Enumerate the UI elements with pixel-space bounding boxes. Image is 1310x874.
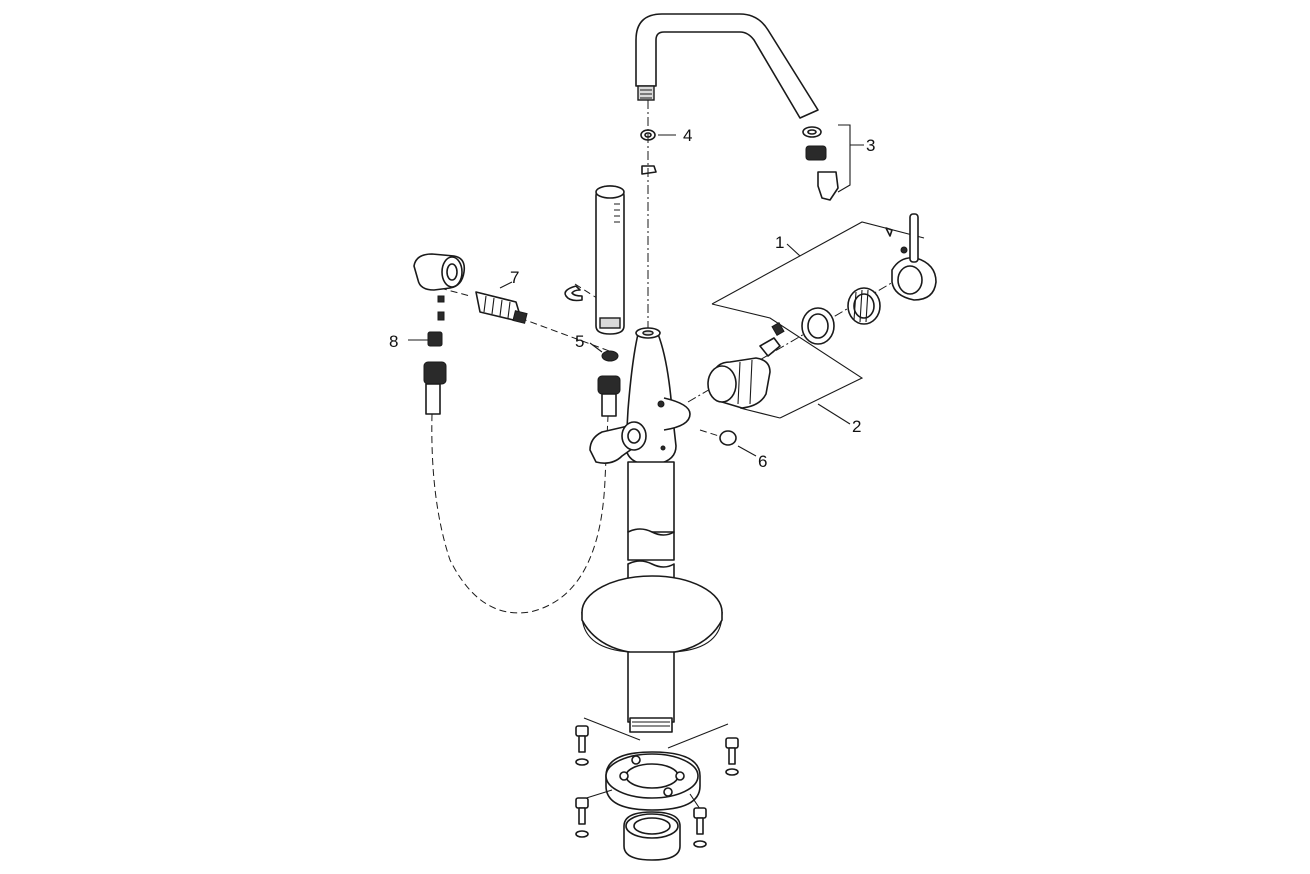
hand-shower — [595, 185, 625, 335]
callout-6: 6 — [758, 452, 767, 471]
flow-cartridge-part-7 — [475, 281, 528, 324]
clip-part — [564, 285, 583, 302]
cap-axis-line — [699, 429, 723, 438]
callout-2: 2 — [852, 417, 861, 436]
cartridge — [707, 321, 785, 409]
callout-5: 5 — [575, 332, 584, 351]
hose-sleeve-shower — [601, 393, 617, 417]
threaded-ring — [847, 287, 881, 325]
leader-1 — [786, 243, 801, 257]
washer-part-4 — [640, 129, 676, 175]
hose-nut-elbow — [423, 361, 447, 415]
screw-bottom-left — [575, 797, 589, 838]
spout — [635, 13, 819, 119]
hose-nut-shower — [597, 375, 621, 395]
lower-tube — [627, 651, 675, 733]
callout-7: 7 — [510, 268, 519, 287]
cartridge-axis-line — [519, 317, 613, 353]
shower-holder — [589, 421, 647, 464]
callout-8: 8 — [389, 332, 398, 351]
screw-top-right — [725, 737, 739, 776]
mounting-flange — [579, 717, 729, 813]
washer-part-5 — [589, 342, 619, 362]
floor-rosette — [581, 575, 723, 655]
callout-3: 3 — [866, 136, 875, 155]
lever-handle — [885, 213, 937, 301]
cap-part-6 — [719, 430, 757, 457]
hose — [431, 413, 609, 614]
cartridge-ring — [801, 307, 835, 345]
bottom-nut — [623, 811, 681, 861]
adapter-part-8 — [408, 331, 443, 347]
wall-elbow — [413, 253, 466, 321]
screw-top-left — [575, 725, 589, 766]
leader-2 — [817, 403, 851, 425]
aerator-set — [802, 124, 864, 201]
handle-box-outline — [711, 221, 925, 419]
screw-bottom-right — [693, 807, 707, 848]
callout-4: 4 — [683, 126, 692, 145]
callout-1: 1 — [775, 233, 784, 252]
